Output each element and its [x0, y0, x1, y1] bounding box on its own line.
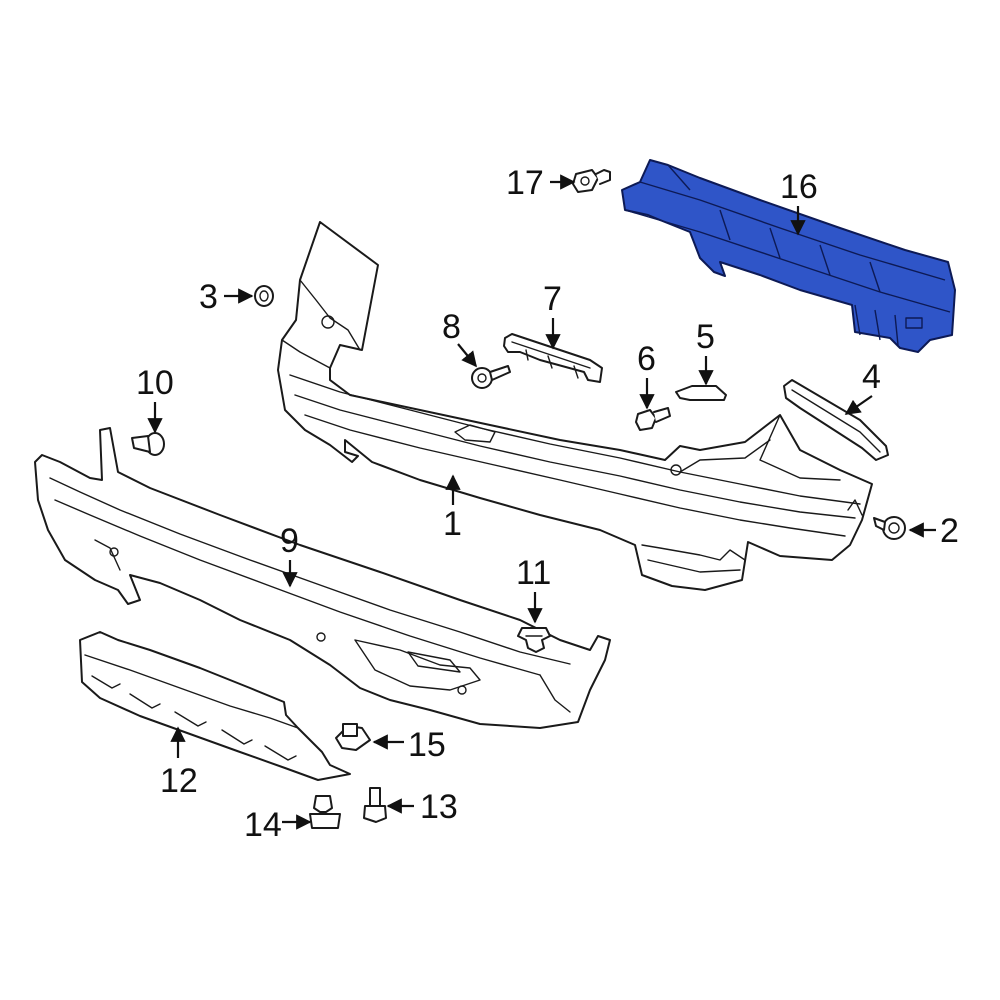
callout-14: 14 [244, 806, 282, 844]
callout-10: 10 [136, 364, 174, 402]
part-1-bumper-cover[interactable] [277, 221, 873, 591]
part-6-bolt[interactable] [635, 407, 671, 431]
callout-1: 1 [443, 505, 462, 543]
part-15-nut[interactable] [335, 723, 371, 751]
callout-13: 13 [420, 788, 458, 826]
part-13-bolt[interactable] [363, 787, 387, 823]
part-8-screw[interactable] [471, 365, 511, 389]
callout-9: 9 [280, 522, 299, 560]
part-12-skid-plate[interactable] [79, 631, 351, 781]
part-10-rivet[interactable] [131, 432, 165, 456]
part-4-bracket[interactable] [783, 379, 889, 461]
part-11-clip[interactable] [517, 627, 551, 653]
part-9-lower-cover[interactable] [34, 427, 611, 729]
callout-16: 16 [780, 168, 818, 206]
part-16-reinforcement-bar[interactable] [621, 159, 956, 353]
callout-6: 6 [637, 340, 656, 378]
callout-4: 4 [862, 358, 881, 396]
callout-7: 7 [543, 280, 562, 318]
part-3-clip[interactable] [254, 285, 274, 307]
part-17-bolt[interactable] [572, 169, 611, 193]
part-2-screw[interactable] [873, 516, 906, 540]
part-7-bracket[interactable] [503, 333, 603, 383]
callout-17: 17 [506, 164, 544, 202]
callout-2: 2 [940, 512, 959, 550]
callout-12: 12 [160, 762, 198, 800]
callout-15: 15 [408, 726, 446, 764]
callout-3: 3 [199, 278, 218, 316]
part-5-pad[interactable] [675, 385, 727, 401]
callout-5: 5 [696, 318, 715, 356]
leader-lines [147, 174, 936, 830]
callout-11: 11 [516, 554, 551, 592]
callout-8: 8 [442, 308, 461, 346]
part-14-clip[interactable] [309, 795, 341, 829]
